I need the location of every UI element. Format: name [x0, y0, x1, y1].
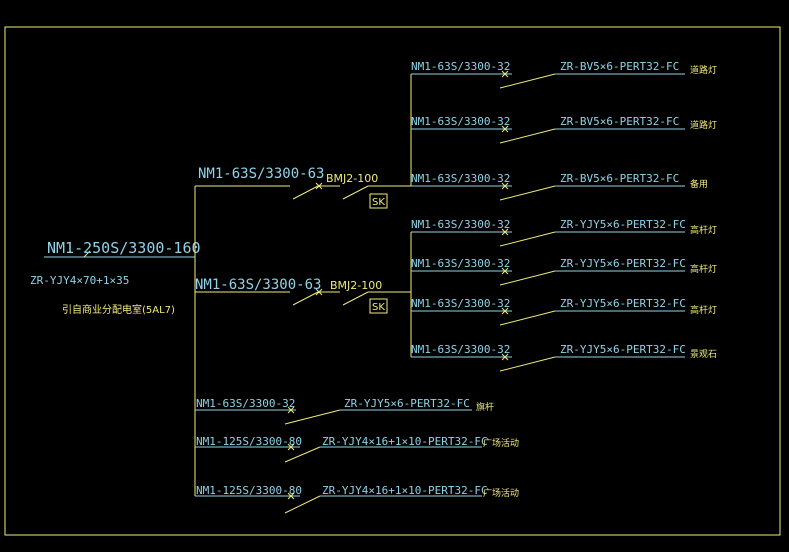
group-2-sk-label: SK	[372, 302, 385, 313]
sub-6-load-label: 高杆灯	[690, 304, 717, 316]
group-1-sk-label: SK	[372, 197, 385, 208]
direct-circuit-1: NM1-63S/3300-32 ZR-YJY5×6-PERT32-FC 旗杆	[195, 397, 494, 425]
sub-2-load-label: 道路灯	[690, 119, 717, 131]
incoming-feeder: NM1-250S/3300-160 ZR-YJY4×70+1×35 引自商业分配…	[30, 239, 201, 316]
sub-4-cable-label: ZR-YJY5×6-PERT32-FC	[560, 218, 686, 231]
group-2-breaker-label: NM1-63S/3300-63	[195, 277, 321, 293]
direct-circuit-2: NM1-125S/3300-80 ZR-YJY4×16+1×10-PERT32-…	[195, 435, 519, 463]
sub-6-cable-label: ZR-YJY5×6-PERT32-FC	[560, 297, 686, 310]
incoming-cable-label: ZR-YJY4×70+1×35	[30, 274, 129, 287]
direct-2-cable-label: ZR-YJY4×16+1×10-PERT32-FC	[322, 435, 488, 448]
sub-3-breaker-label: NM1-63S/3300-32	[411, 172, 510, 185]
sub-circuit-4: NM1-63S/3300-32 ZR-YJY5×6-PERT32-FC 高杆灯	[411, 218, 717, 247]
sub-3-load-label: 备用	[690, 178, 708, 190]
sub-7-load-label: 景观石	[690, 349, 717, 360]
sub-7-breaker-label: NM1-63S/3300-32	[411, 343, 510, 356]
sub-5-cable-label: ZR-YJY5×6-PERT32-FC	[560, 257, 686, 270]
direct-1-load-label: 旗杆	[476, 401, 494, 413]
sub-7-cable-label: ZR-YJY5×6-PERT32-FC	[560, 343, 686, 356]
direct-circuit-3: NM1-125S/3300-80 ZR-YJY4×16+1×10-PERT32-…	[195, 484, 519, 514]
direct-1-cable-label: ZR-YJY5×6-PERT32-FC	[344, 397, 470, 410]
sub-4-breaker-label: NM1-63S/3300-32	[411, 218, 510, 231]
incoming-breaker-label: NM1-250S/3300-160	[47, 239, 201, 257]
branch-group-2: NM1-63S/3300-63 BMJ2-100 SK	[195, 232, 412, 357]
sub-1-breaker-label: NM1-63S/3300-32	[411, 60, 510, 73]
sub-2-breaker-label: NM1-63S/3300-32	[411, 115, 510, 128]
drawing-frame	[4, 26, 781, 536]
sub-1-cable-label: ZR-BV5×6-PERT32-FC	[560, 60, 679, 73]
sub-6-breaker-label: NM1-63S/3300-32	[411, 297, 510, 310]
group-1-breaker-label: NM1-63S/3300-63	[198, 166, 324, 182]
direct-3-breaker-label: NM1-125S/3300-80	[196, 484, 302, 497]
sub-circuit-6: NM1-63S/3300-32 ZR-YJY5×6-PERT32-FC 高杆灯	[411, 297, 717, 326]
sub-5-breaker-label: NM1-63S/3300-32	[411, 257, 510, 270]
sub-circuit-5: NM1-63S/3300-32 ZR-YJY5×6-PERT32-FC 高杆灯	[411, 257, 717, 286]
incoming-source-label: 引自商业分配电室(5AL7)	[62, 303, 175, 316]
direct-1-breaker-label: NM1-63S/3300-32	[196, 397, 295, 410]
sub-4-load-label: 高杆灯	[690, 224, 717, 236]
direct-3-load-label: 广场活动	[483, 487, 519, 499]
sub-2-cable-label: ZR-BV5×6-PERT32-FC	[560, 115, 679, 128]
direct-2-load-label: 广场活动	[483, 437, 519, 449]
sub-5-load-label: 高杆灯	[690, 263, 717, 275]
sub-circuit-2: NM1-63S/3300-32 ZR-BV5×6-PERT32-FC 道路灯	[411, 115, 717, 144]
sub-circuit-3: NM1-63S/3300-32 ZR-BV5×6-PERT32-FC 备用	[411, 172, 708, 201]
direct-2-breaker-label: NM1-125S/3300-80	[196, 435, 302, 448]
direct-3-cable-label: ZR-YJY4×16+1×10-PERT32-FC	[322, 484, 488, 497]
branch-group-1: NM1-63S/3300-63 BMJ2-100 SK	[195, 74, 412, 209]
breaker-marks	[287, 70, 509, 500]
sub-circuit-7: NM1-63S/3300-32 ZR-YJY5×6-PERT32-FC 景观石	[411, 343, 717, 372]
group-1-contactor-label: BMJ2-100	[326, 172, 378, 185]
sub-circuit-1: NM1-63S/3300-32 ZR-BV5×6-PERT32-FC 道路灯	[411, 60, 717, 89]
sub-3-cable-label: ZR-BV5×6-PERT32-FC	[560, 172, 679, 185]
sub-1-load-label: 道路灯	[690, 64, 717, 76]
group-2-contactor-label: BMJ2-100	[330, 279, 382, 292]
